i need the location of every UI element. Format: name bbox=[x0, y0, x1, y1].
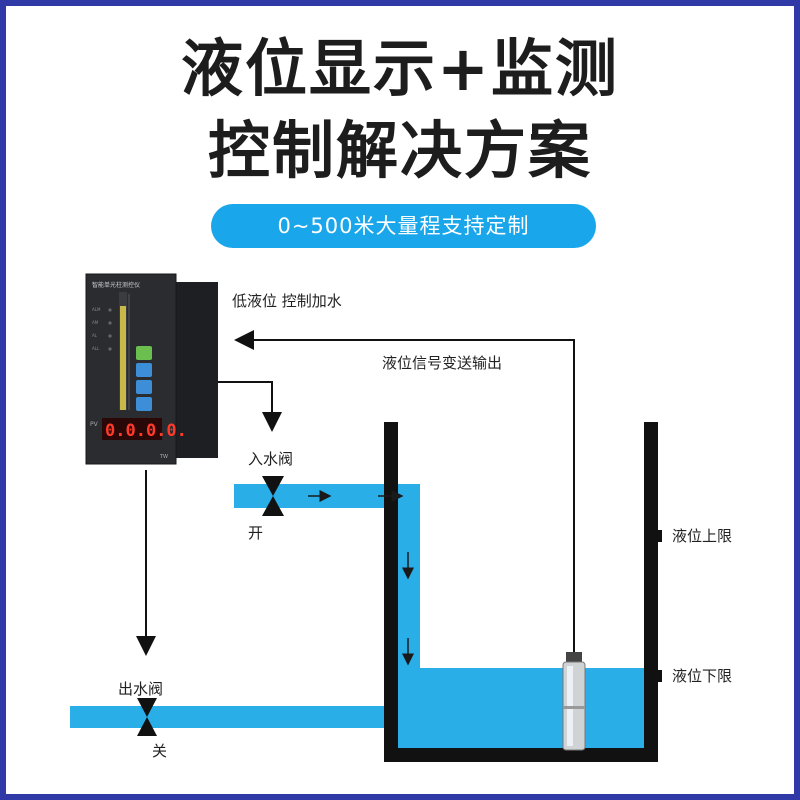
device-indicator: AL bbox=[92, 333, 98, 338]
device-button-down[interactable] bbox=[136, 380, 152, 394]
page-subtitle: 控制解决方案 bbox=[207, 114, 592, 187]
device-display bbox=[102, 418, 162, 440]
inlet-valve-label: 入水阀 bbox=[248, 450, 293, 468]
lower-limit-marker bbox=[652, 670, 662, 682]
inlet-valve bbox=[262, 476, 284, 516]
inlet-pipe-vertical bbox=[398, 484, 420, 674]
inlet-control-line bbox=[218, 381, 282, 432]
device-indicator: AM bbox=[92, 320, 99, 325]
device-indicator: ALM bbox=[92, 307, 101, 312]
signal-output-label: 液位信号变送输出 bbox=[382, 354, 502, 372]
device-display-value: 0.0.0.0. bbox=[105, 421, 187, 441]
diagram-card: 液位显示+监测 控制解决方案 0~500米大量程支持定制 bbox=[6, 6, 794, 794]
device-button-shift[interactable] bbox=[136, 363, 152, 377]
tank-water bbox=[398, 668, 644, 748]
low-level-control-label: 低液位 控制加水 bbox=[232, 292, 342, 310]
page-title: 液位显示+监测 bbox=[181, 32, 619, 105]
device-pv-label: PV bbox=[90, 421, 99, 428]
device-model-mark: TW bbox=[159, 454, 168, 460]
controller-device: 智能单光柱测控仪 ALM AM AL ALL PV 0.0.0.0. TW bbox=[85, 273, 218, 465]
upper-limit-label: 液位上限 bbox=[672, 527, 732, 545]
upper-limit-marker bbox=[652, 530, 662, 542]
control-diagram: 智能单光柱测控仪 ALM AM AL ALL PV 0.0.0.0. TW bbox=[70, 273, 732, 762]
level-sensor-probe bbox=[562, 652, 586, 751]
outlet-pipe bbox=[70, 706, 400, 728]
device-indicator: ALL bbox=[92, 346, 100, 351]
outlet-state-label: 关 bbox=[152, 742, 167, 760]
signal-line bbox=[234, 330, 575, 652]
device-title: 智能单光柱测控仪 bbox=[92, 281, 140, 289]
outlet-valve bbox=[137, 698, 157, 736]
device-button-up[interactable] bbox=[136, 397, 152, 411]
outlet-valve-label: 出水阀 bbox=[118, 680, 163, 698]
inlet-state-label: 开 bbox=[248, 524, 263, 542]
level-bargraph-fill bbox=[120, 306, 126, 410]
lower-limit-label: 液位下限 bbox=[672, 667, 732, 685]
device-button-set[interactable] bbox=[136, 346, 152, 360]
range-badge: 0~500米大量程支持定制 bbox=[211, 204, 596, 248]
